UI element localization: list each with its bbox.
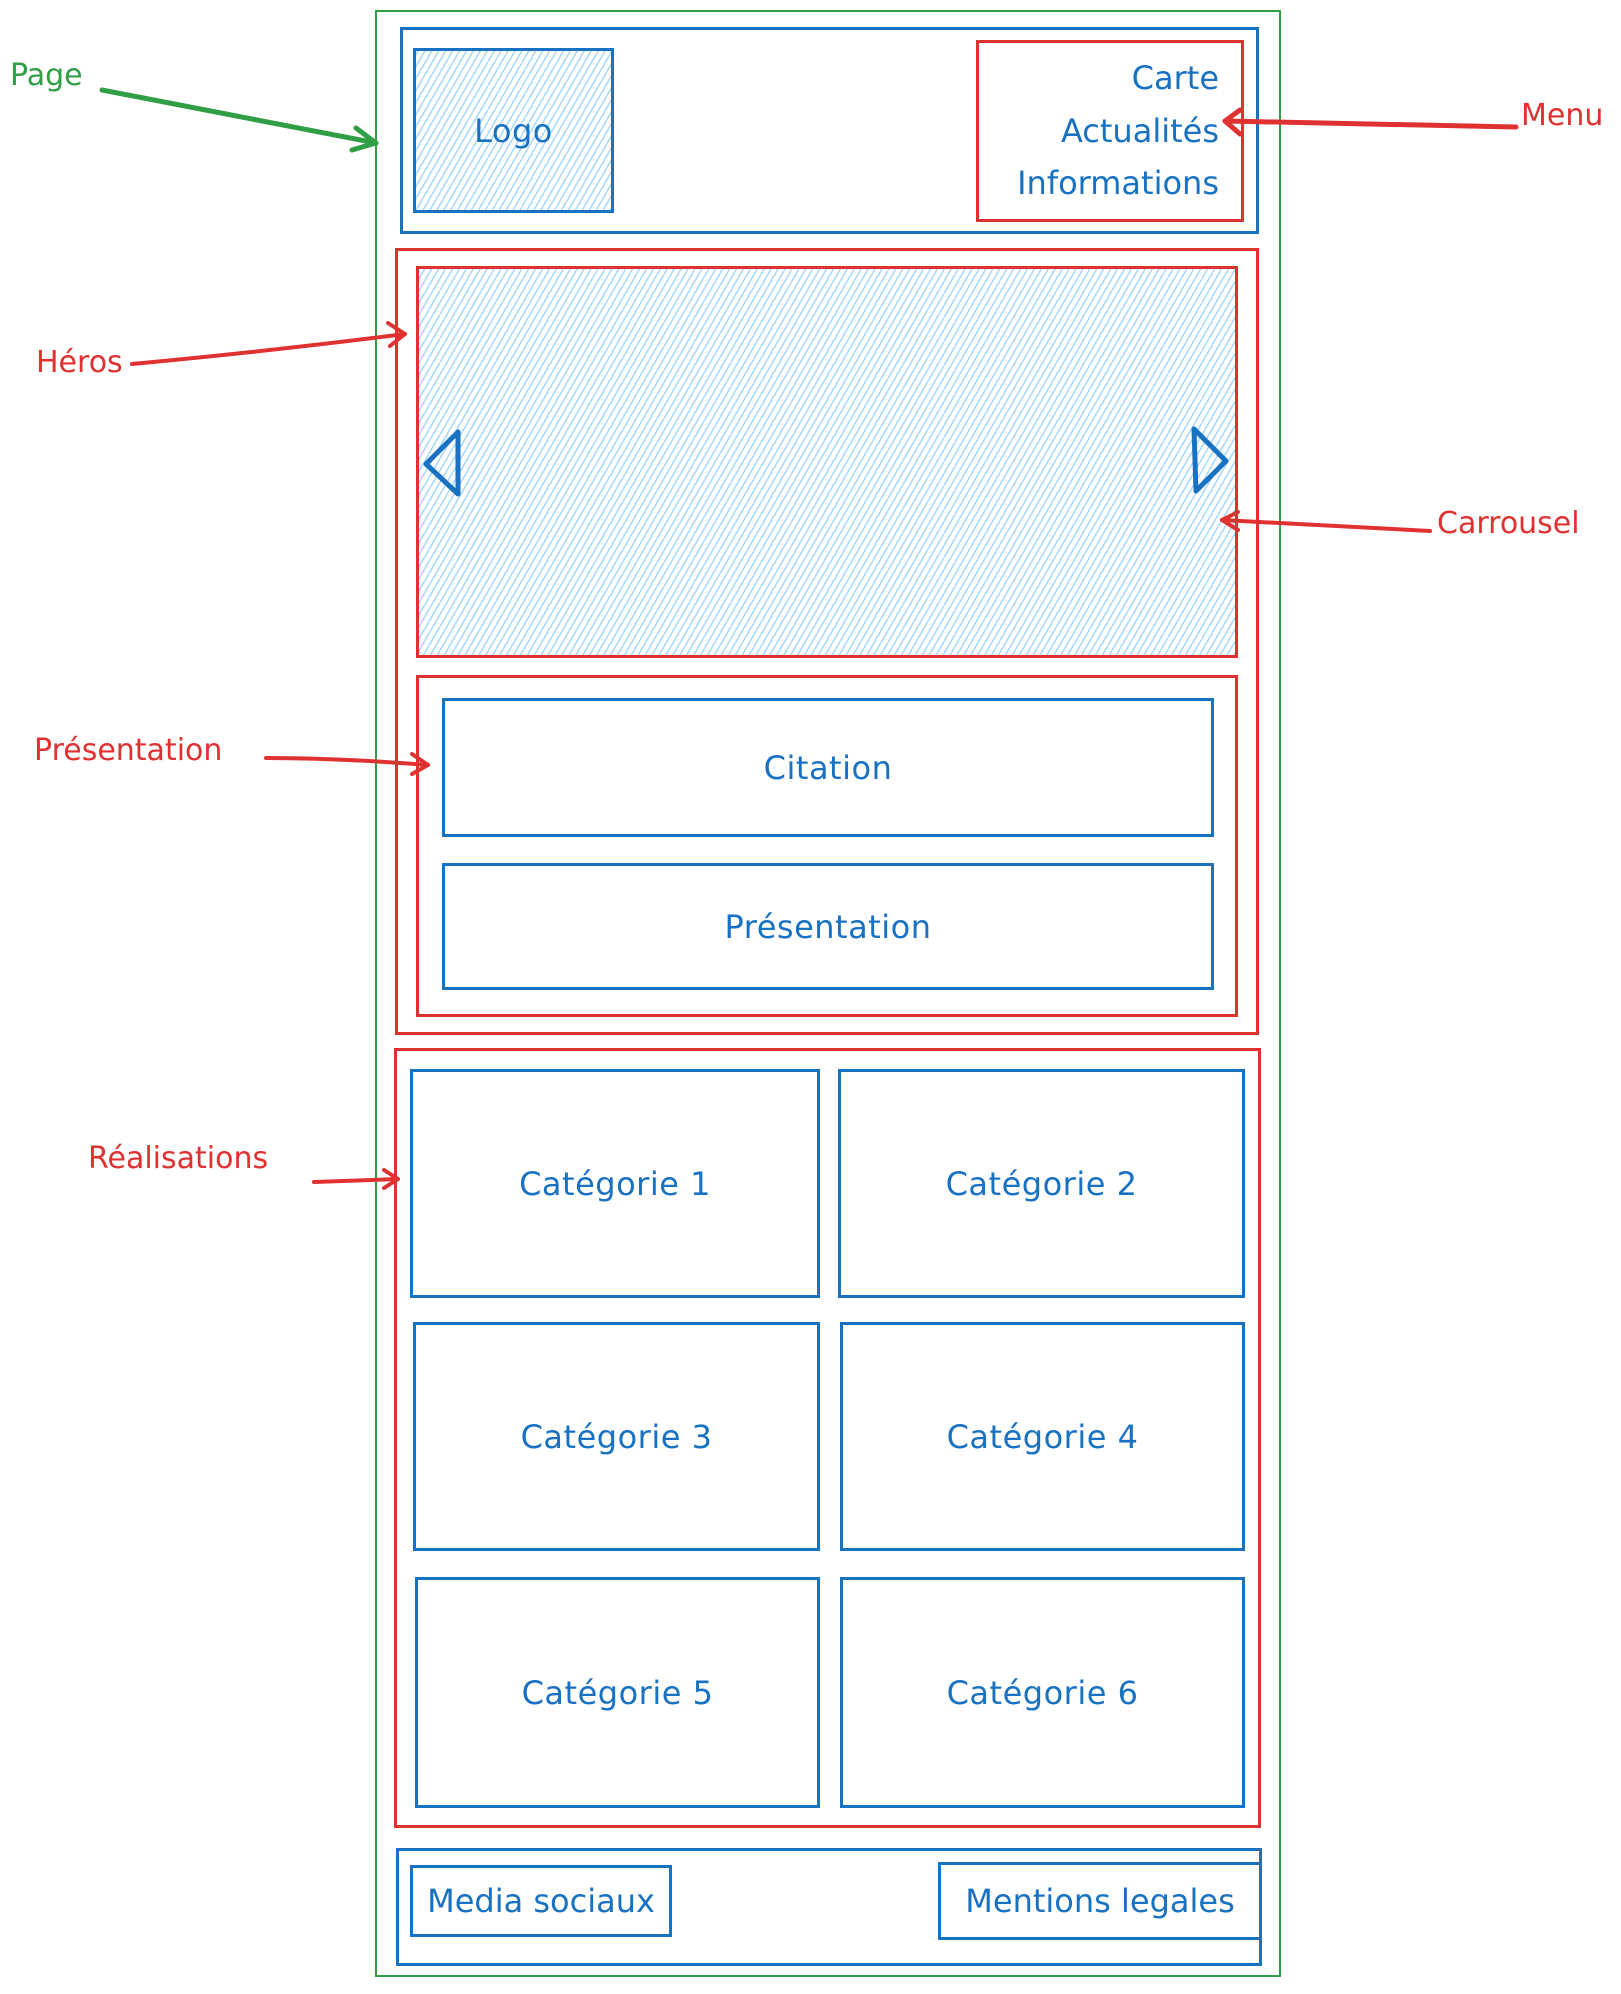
page-frame bbox=[375, 10, 1281, 1977]
realisations-section bbox=[394, 1048, 1261, 1828]
carousel-next-button[interactable] bbox=[1190, 425, 1230, 495]
category-card[interactable]: Catégorie 1 bbox=[410, 1069, 820, 1298]
category-card[interactable]: Catégorie 4 bbox=[840, 1322, 1245, 1551]
category-card[interactable]: Catégorie 6 bbox=[840, 1577, 1245, 1808]
menu-item-carte[interactable]: Carte bbox=[1131, 59, 1219, 98]
category-label: Catégorie 2 bbox=[945, 1164, 1138, 1203]
annotation-hero: Héros bbox=[36, 345, 123, 380]
social-media-label: Media sociaux bbox=[427, 1882, 655, 1920]
category-label: Catégorie 3 bbox=[520, 1417, 713, 1456]
logo-label: Logo bbox=[474, 111, 553, 150]
category-card[interactable]: Catégorie 3 bbox=[413, 1322, 820, 1551]
annotation-carousel: Carrousel bbox=[1437, 506, 1580, 541]
presentation-block: Présentation bbox=[442, 863, 1214, 990]
annotation-realisations: Réalisations bbox=[88, 1141, 269, 1176]
menu: Carte Actualités Informations bbox=[976, 40, 1244, 222]
triangle-left-icon bbox=[423, 429, 461, 497]
legal-notice-label: Mentions legales bbox=[965, 1882, 1235, 1920]
annotation-page: Page bbox=[10, 58, 83, 93]
hero-section bbox=[395, 248, 1259, 1035]
page-arrow-icon bbox=[99, 87, 379, 153]
citation-label: Citation bbox=[763, 748, 893, 787]
presentation-group bbox=[416, 675, 1238, 1017]
category-label: Catégorie 6 bbox=[946, 1673, 1139, 1712]
carousel-prev-button[interactable] bbox=[422, 428, 462, 498]
triangle-right-icon bbox=[1191, 426, 1229, 494]
social-media-link[interactable]: Media sociaux bbox=[410, 1865, 672, 1937]
category-card[interactable]: Catégorie 2 bbox=[838, 1069, 1245, 1298]
category-label: Catégorie 5 bbox=[521, 1673, 714, 1712]
category-label: Catégorie 1 bbox=[519, 1164, 711, 1203]
legal-notice-link[interactable]: Mentions legales bbox=[938, 1862, 1262, 1940]
menu-item-informations[interactable]: Informations bbox=[1017, 164, 1219, 203]
menu-item-actualites[interactable]: Actualités bbox=[1060, 111, 1219, 150]
annotation-menu: Menu bbox=[1521, 98, 1604, 133]
category-label: Catégorie 4 bbox=[946, 1417, 1139, 1456]
carousel[interactable] bbox=[416, 266, 1238, 658]
logo[interactable]: Logo bbox=[413, 48, 614, 213]
annotation-presentation: Présentation bbox=[34, 733, 223, 768]
citation-block: Citation bbox=[442, 698, 1214, 837]
header bbox=[400, 27, 1259, 234]
hero-arrow-icon bbox=[130, 321, 407, 366]
presentation-label: Présentation bbox=[724, 907, 932, 946]
category-card[interactable]: Catégorie 5 bbox=[415, 1577, 820, 1808]
